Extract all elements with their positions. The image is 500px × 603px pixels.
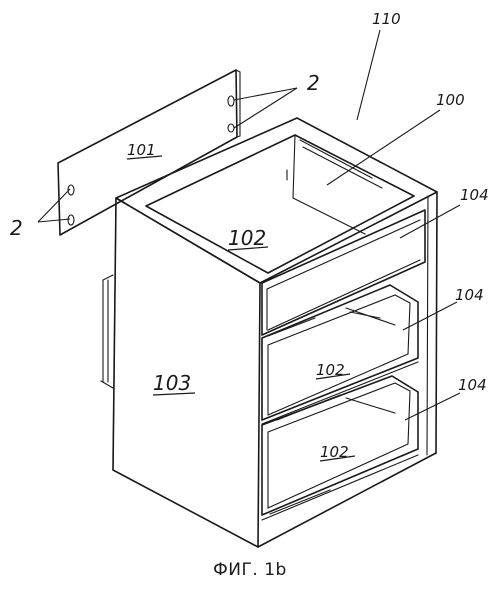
ref-110: 110 <box>372 10 401 28</box>
ref-102-top: 102 <box>228 226 266 250</box>
ref-100: 100 <box>436 91 465 109</box>
ref-103: 103 <box>153 371 191 395</box>
ref-2-top: 2 <box>307 71 320 95</box>
back-panel-101 <box>57 69 241 236</box>
ref-102-low: 102 <box>320 443 349 461</box>
ref-2-left: 2 <box>10 216 23 240</box>
ref-104-a: 104 <box>460 186 489 204</box>
ref-104-c: 104 <box>458 376 487 394</box>
ref-104-b: 104 <box>455 286 484 304</box>
ref-102-mid: 102 <box>316 361 345 379</box>
reference-labels: 110 100 2 2 101 102 102 102 103 104 104 … <box>10 10 489 462</box>
drawer-bottom <box>261 375 419 521</box>
leader-lines <box>37 29 461 421</box>
drawer-top <box>261 209 426 337</box>
drawer-middle <box>261 284 419 425</box>
figure-caption: ФИГ. 1b <box>213 560 287 580</box>
ref-101: 101 <box>127 141 156 159</box>
cabinet-body <box>100 117 438 548</box>
